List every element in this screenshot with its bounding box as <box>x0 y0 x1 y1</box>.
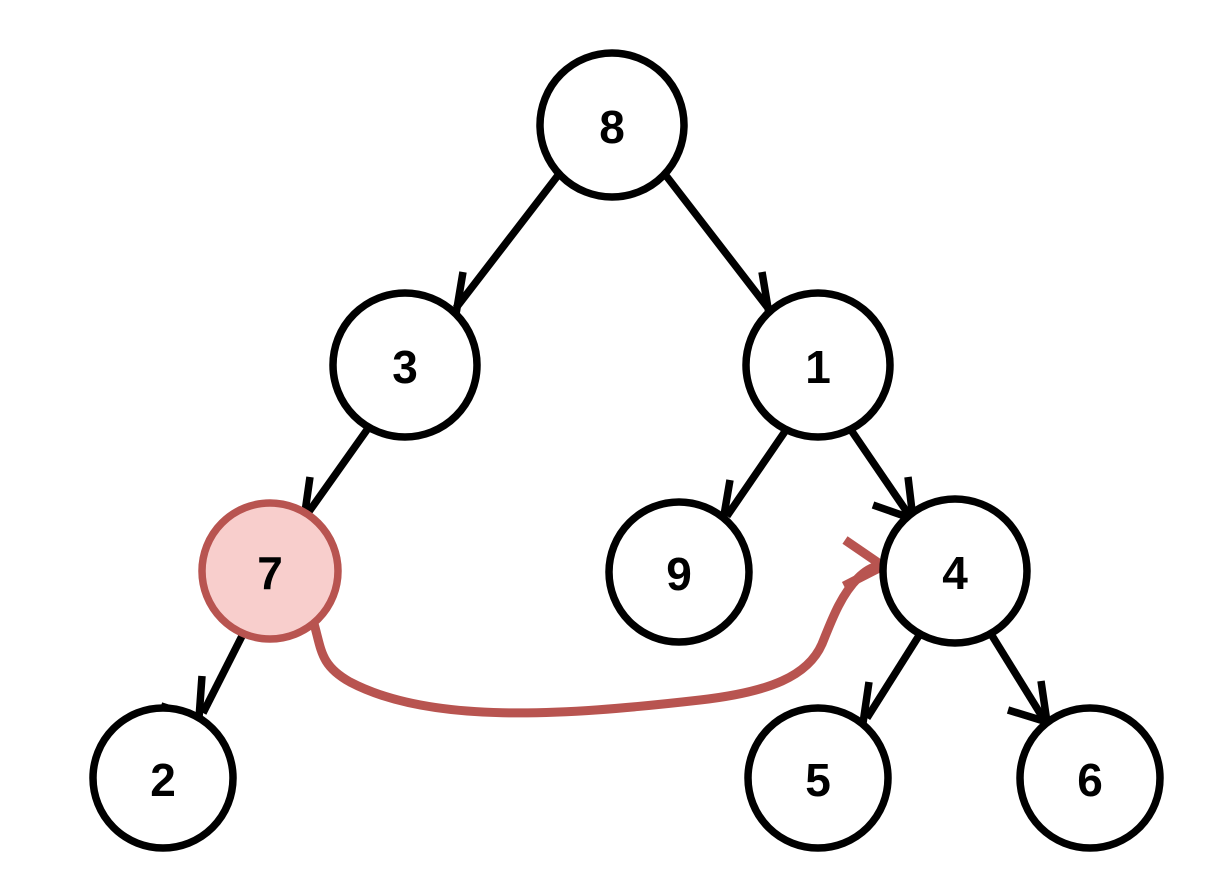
node-8-circle[interactable] <box>536 49 688 201</box>
tree-node-5[interactable]: 5 <box>744 704 892 852</box>
edge-4-to-6 <box>987 632 1052 728</box>
node-3-label: 3 <box>392 341 418 393</box>
node-6-circle[interactable] <box>1016 704 1164 852</box>
node-4-label: 4 <box>942 547 968 599</box>
node-4-circle[interactable] <box>879 495 1031 647</box>
node-5-circle[interactable] <box>744 704 892 852</box>
node-5-label: 5 <box>805 754 831 806</box>
tree-node-1[interactable]: 1 <box>742 289 894 441</box>
tree-node-7[interactable]: 7 <box>198 499 342 643</box>
tree-node-9[interactable]: 9 <box>605 498 753 646</box>
node-8-label: 8 <box>599 101 625 153</box>
node-9-circle[interactable] <box>605 498 753 646</box>
node-7-label: 7 <box>257 547 283 599</box>
tree-node-6[interactable]: 6 <box>1016 704 1164 852</box>
tree-node-4[interactable]: 4 <box>879 495 1031 647</box>
node-2-label: 2 <box>150 754 176 806</box>
node-1-label: 1 <box>805 341 831 393</box>
edge-8-to-3 <box>414 171 562 319</box>
tree-node-3[interactable]: 3 <box>329 289 481 441</box>
node-2-circle[interactable] <box>89 704 237 852</box>
node-7-circle[interactable] <box>198 499 342 643</box>
node-9-label: 9 <box>666 548 692 600</box>
node-1-circle[interactable] <box>742 289 894 441</box>
node-3-circle[interactable] <box>329 289 481 441</box>
edge-8-to-1 <box>661 170 811 319</box>
edge-7-to-4-pointer <box>307 536 892 718</box>
node-6-label: 6 <box>1077 754 1103 806</box>
tree-node-8[interactable]: 8 <box>536 49 688 201</box>
edge-1-to-4 <box>847 427 918 525</box>
tree-node-2[interactable]: 2 <box>89 704 237 852</box>
